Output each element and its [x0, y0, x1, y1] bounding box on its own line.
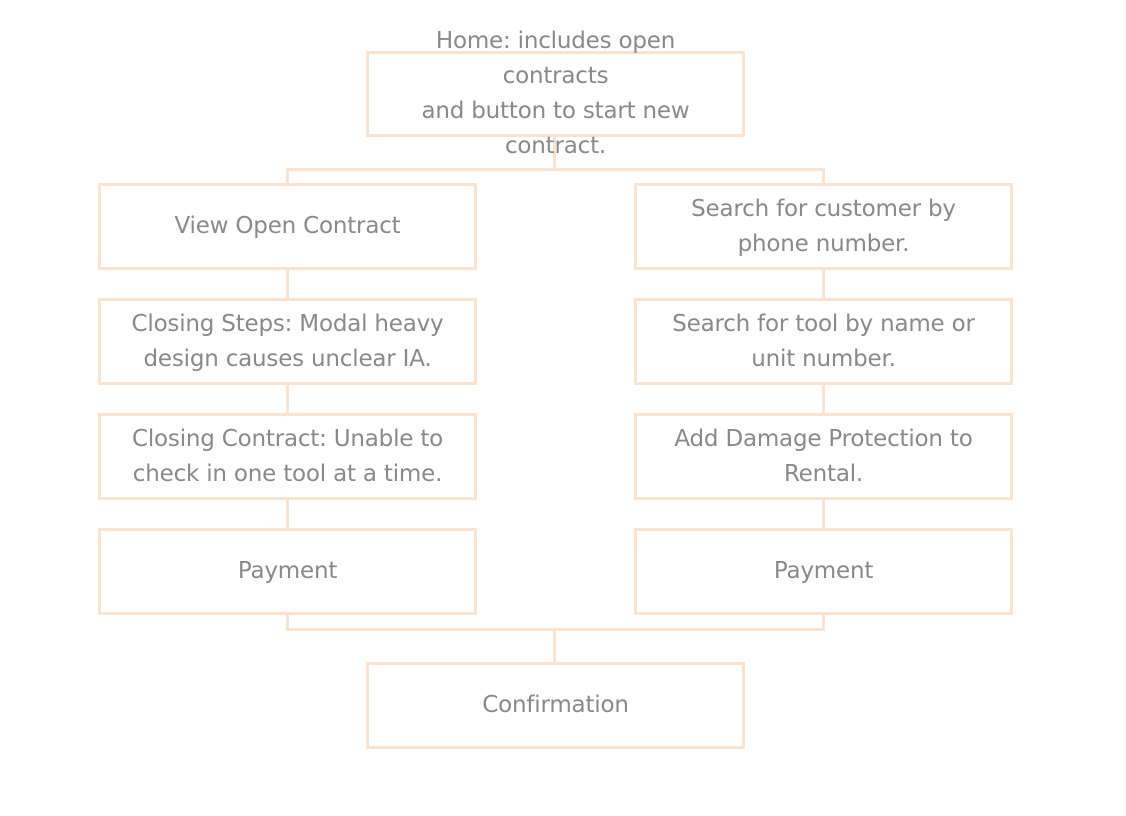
- node-home-label: Home: includes open contracts and button…: [421, 28, 690, 159]
- connector-home-down: [553, 136, 556, 170]
- connector-top-branch: [286, 168, 825, 171]
- node-closing-contract: Closing Contract: Unable to check in one…: [98, 413, 477, 500]
- node-payment-left: Payment: [98, 528, 477, 615]
- connector-left-1: [286, 269, 289, 300]
- connector-right-1: [822, 269, 825, 300]
- connector-confirmation-down: [553, 628, 556, 664]
- connector-right-3: [822, 499, 825, 530]
- node-closing-steps-label: Closing Steps: Modal heavy design causes…: [131, 310, 444, 372]
- node-add-damage-protection-label: Add Damage Protection to Rental.: [674, 425, 973, 487]
- node-confirmation: Confirmation: [366, 662, 745, 749]
- connector-top-right-drop: [822, 168, 825, 185]
- node-search-customer-label: Search for customer by phone number.: [691, 195, 956, 257]
- connector-top-left-drop: [286, 168, 289, 185]
- node-view-open-contract: View Open Contract: [98, 183, 477, 270]
- node-payment-left-label: Payment: [237, 558, 338, 584]
- node-search-customer: Search for customer by phone number.: [634, 183, 1013, 270]
- connector-bottom-right-rise: [822, 613, 825, 631]
- node-closing-contract-label: Closing Contract: Unable to check in one…: [131, 425, 444, 487]
- node-search-tool-label: Search for tool by name or unit number.: [672, 310, 975, 372]
- node-search-tool: Search for tool by name or unit number.: [634, 298, 1013, 385]
- node-payment-right: Payment: [634, 528, 1013, 615]
- connector-left-2: [286, 384, 289, 415]
- connector-right-2: [822, 384, 825, 415]
- node-confirmation-label: Confirmation: [482, 692, 629, 718]
- node-closing-steps: Closing Steps: Modal heavy design causes…: [98, 298, 477, 385]
- node-view-open-contract-label: View Open Contract: [174, 213, 401, 239]
- connector-left-3: [286, 499, 289, 530]
- connector-bottom-left-rise: [286, 613, 289, 631]
- node-add-damage-protection: Add Damage Protection to Rental.: [634, 413, 1013, 500]
- node-home: Home: includes open contracts and button…: [366, 28, 745, 159]
- node-payment-right-label: Payment: [773, 558, 874, 584]
